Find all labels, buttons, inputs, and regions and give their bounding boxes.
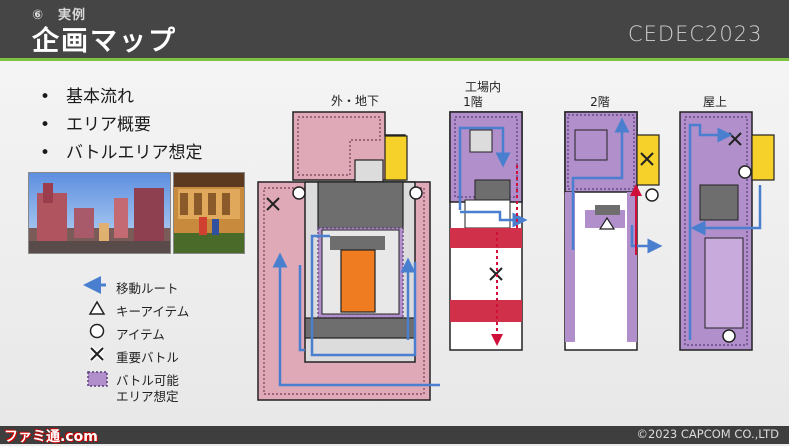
footer-bar: ファミ通.com ©2023 CAPCOM CO.,LTD [0,426,789,445]
bullet-item: •バトルエリア想定 [40,143,203,163]
game-screenshot-2d [173,172,245,254]
bullet-item: •エリア概要 [40,115,151,135]
map-outside [257,111,440,401]
key-item-triangle-icon [88,300,106,315]
map-label-outside: 外・地下 [330,94,379,108]
map-roof [679,111,775,351]
map-label-factory: 工場内 [464,80,501,94]
header-bar: ⑥ 実例 企画マップ CEDEC2023 [0,0,789,58]
map-label-floor2: 2階 [590,95,610,109]
copyright-text: ©2023 CAPCOM CO.,LTD [636,427,779,441]
area-swatch-icon [87,371,108,387]
watermark-logo: ファミ通.com [4,429,98,445]
map-label-factory-floor1: 1階 [463,95,483,109]
accent-line [0,58,789,61]
cedec-logo: CEDEC2023 [628,22,763,46]
section-number: ⑥ 実例 [32,8,87,23]
bullet-item: •基本流れ [40,87,134,107]
game-screenshot-3d [28,172,171,254]
map-factory-floor1 [449,111,528,351]
item-circle-icon [89,323,105,339]
slide-title: 企画マップ [32,26,177,57]
map-floor2 [564,111,663,351]
map-label-roof: 屋上 [702,95,727,109]
battle-x-icon [89,346,105,362]
